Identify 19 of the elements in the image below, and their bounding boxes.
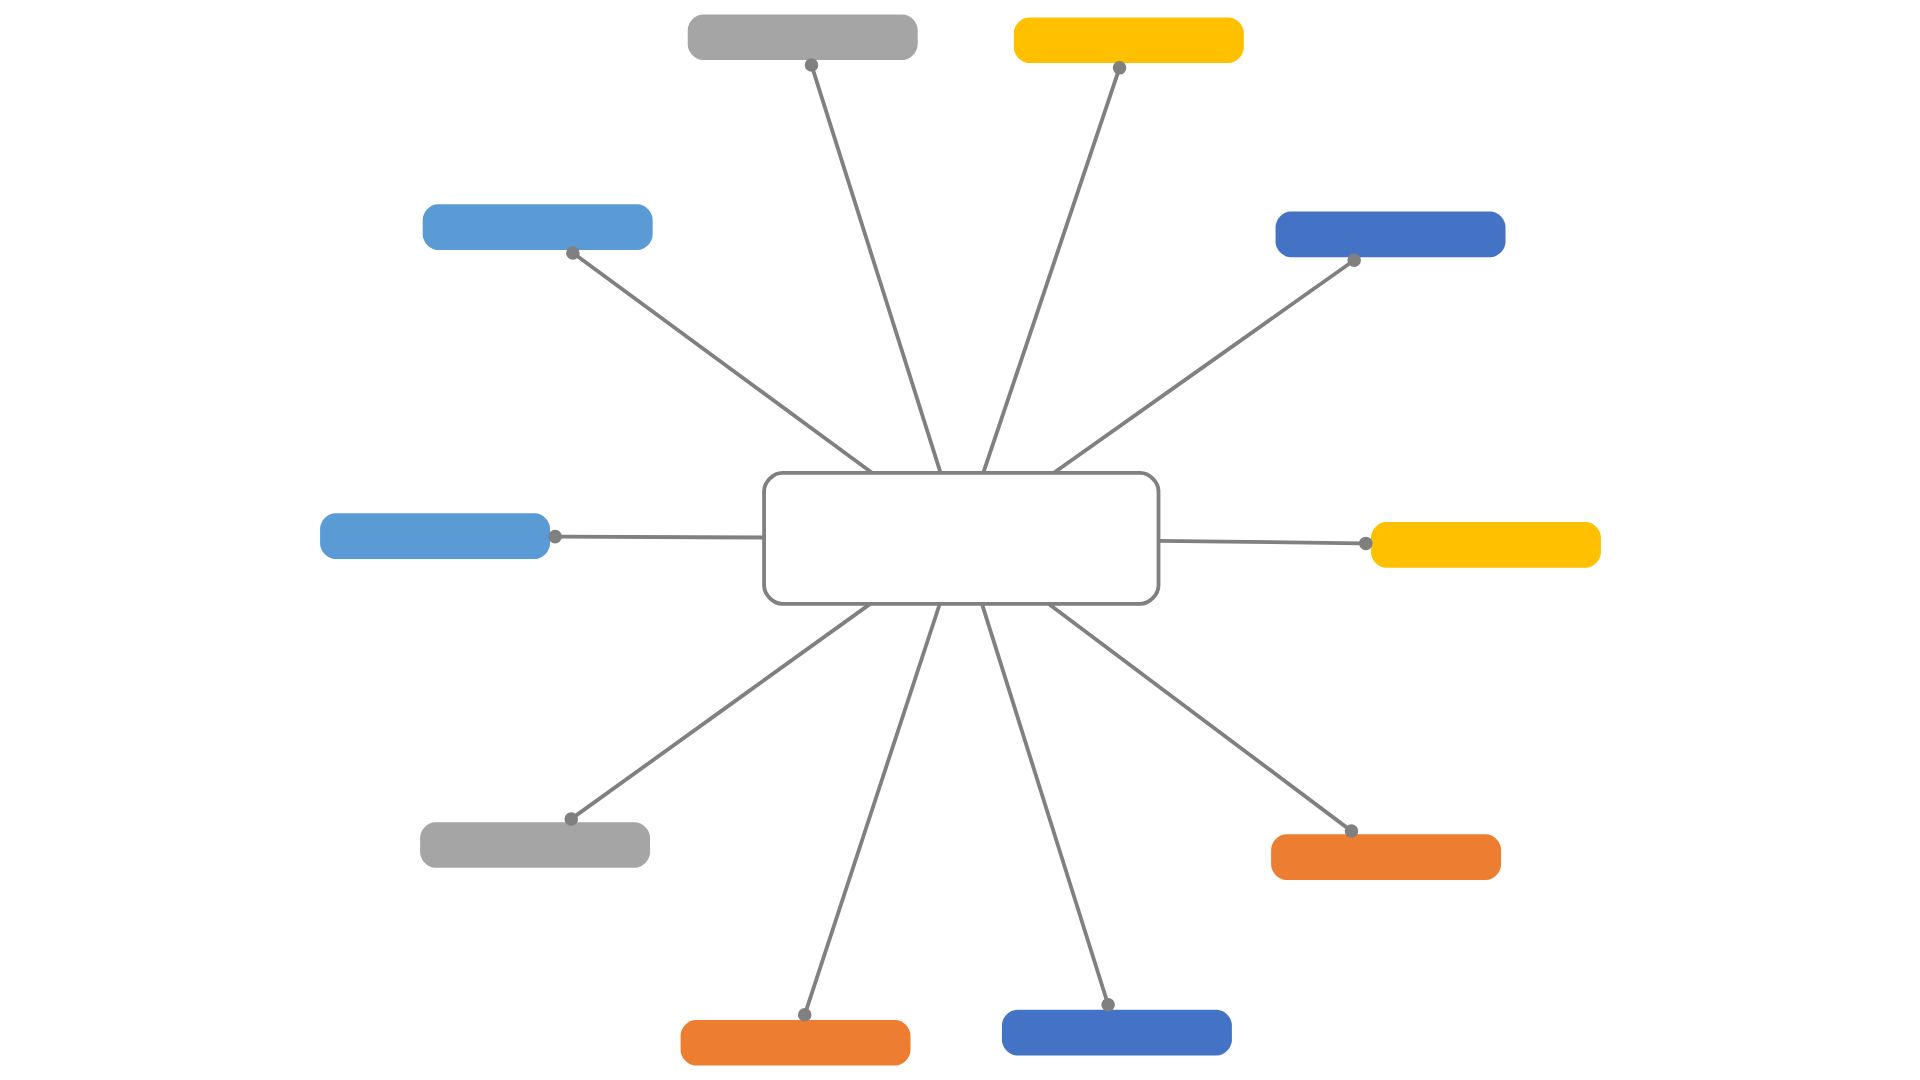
connector xyxy=(979,603,1115,1012)
connector xyxy=(797,603,941,1022)
node-bar xyxy=(1270,834,1501,880)
node-bar xyxy=(687,14,918,61)
connector xyxy=(547,529,764,544)
connector xyxy=(1158,536,1373,551)
connector xyxy=(981,61,1126,474)
node-bar xyxy=(1370,522,1601,568)
node-bar xyxy=(1001,1009,1232,1056)
connector xyxy=(1047,602,1358,838)
node-bar xyxy=(422,204,653,250)
node-box xyxy=(761,470,1160,606)
connector xyxy=(804,58,942,474)
node-bar xyxy=(419,822,650,868)
node-bar xyxy=(1013,17,1244,64)
connector xyxy=(563,602,871,826)
node-bar xyxy=(1275,211,1505,258)
node-bar xyxy=(680,1019,911,1066)
node-bar xyxy=(319,513,550,559)
